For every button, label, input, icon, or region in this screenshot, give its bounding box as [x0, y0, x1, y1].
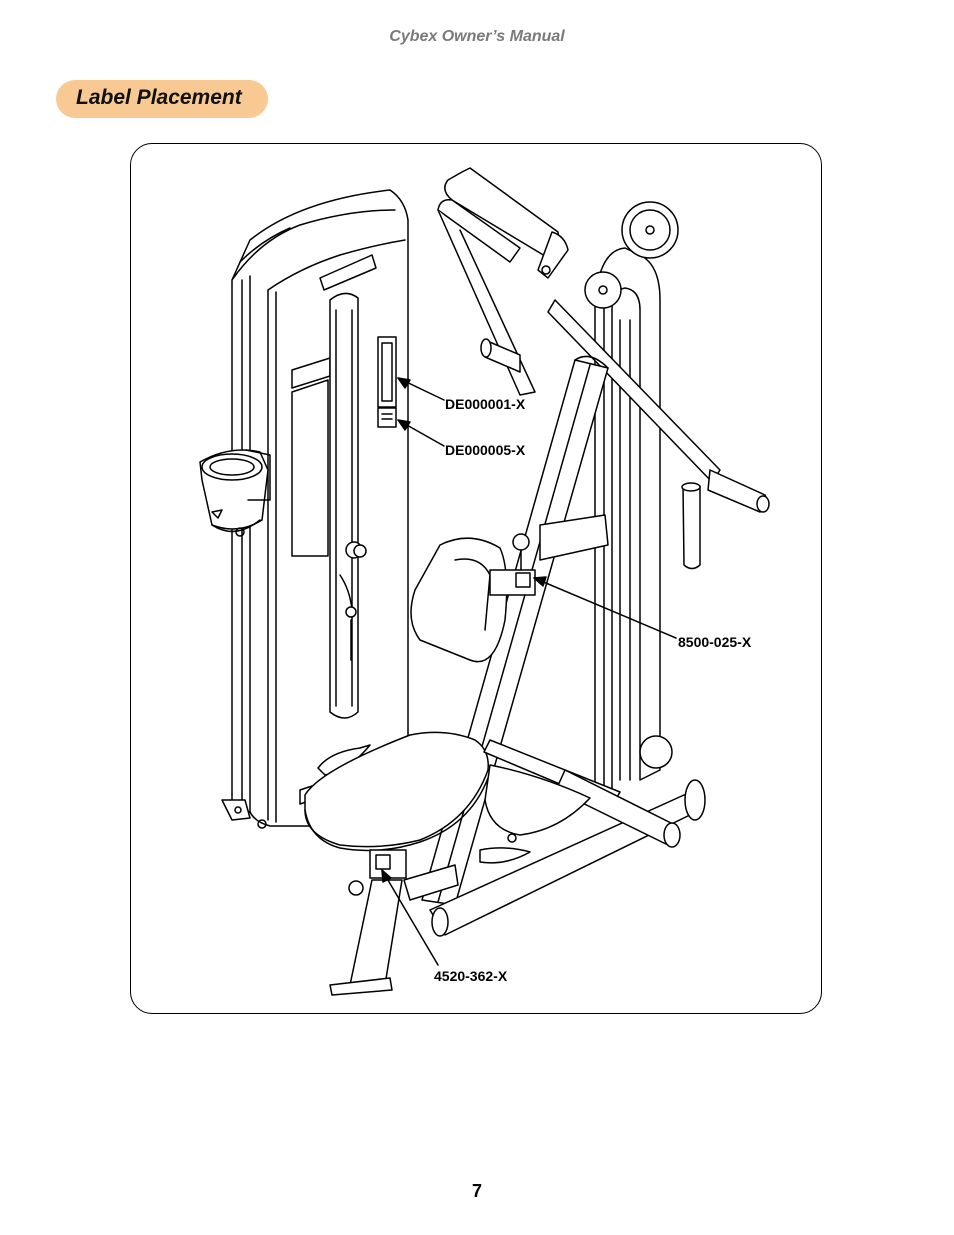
callout-label-de000005: DE000005-X: [445, 442, 526, 458]
callout-label-8500-025: 8500-025-X: [678, 634, 752, 650]
label-de000001: [377, 336, 397, 408]
leader-line-8500-025: [533, 577, 677, 639]
seat-post: [329, 864, 459, 996]
arrowhead: [397, 377, 411, 389]
label-4520-362: [375, 854, 391, 870]
cup-holder: [199, 449, 271, 537]
callout-label-de000001: DE000001-X: [445, 396, 526, 412]
base-frame: [429, 739, 706, 937]
leader-arrows: [381, 377, 677, 966]
section-title: Label Placement: [76, 86, 242, 109]
rear-frame: [584, 201, 679, 791]
running-header: Cybex Owner’s Manual: [389, 28, 565, 45]
weight-stack-slot: [329, 292, 359, 719]
arrowhead: [397, 419, 411, 431]
logo-plate: [319, 254, 377, 291]
lever-arm: [437, 167, 770, 570]
arrowhead: [381, 869, 392, 883]
label-8500-025: [515, 572, 531, 588]
leader-line-4520-362: [381, 869, 439, 966]
arrowhead: [533, 576, 547, 587]
figure-frame: [130, 143, 822, 1014]
callout-label-4520-362: 4520-362-X: [434, 968, 508, 984]
section-heading-badge: Label Placement: [56, 80, 268, 118]
vertical-handle: [682, 485, 701, 570]
page-number: 7: [471, 1181, 482, 1201]
foot-platform: [484, 764, 591, 836]
back-pad: [410, 514, 609, 663]
seat-pad: [304, 731, 489, 879]
weight-stack-tower: [221, 189, 409, 829]
label-de000005: [377, 407, 397, 428]
